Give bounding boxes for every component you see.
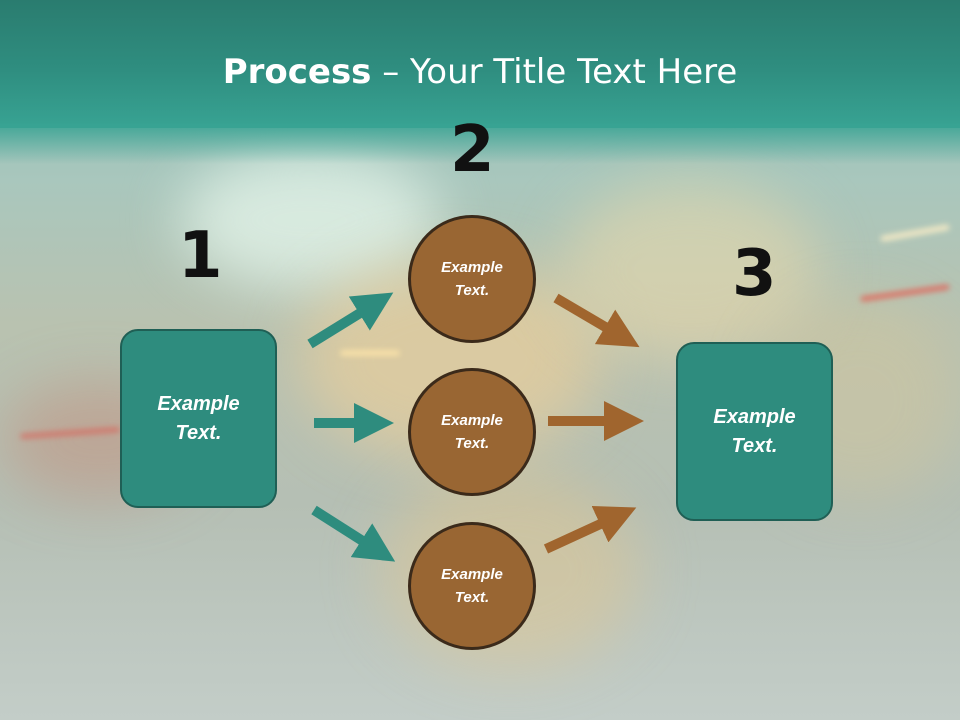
title-bold: Process [222,52,372,92]
step-number-3: 3 [732,237,777,311]
step-3-text: Example Text. [713,405,796,457]
step-3-box: Example Text. [676,342,833,521]
step-2-circle-middle: Example Text. [408,368,536,496]
arrow-1-to-top [307,292,394,349]
slide-title: Process – Your Title Text Here [0,52,960,92]
step-2-circle-top: Example Text. [408,215,536,343]
step-number-1: 1 [178,219,223,293]
step-2-circle-bottom: Example Text. [408,522,536,650]
header-fade [0,124,960,164]
circle-bottom-text: Example Text. [441,566,503,606]
step-1-box: Example Text. [120,329,277,508]
circle-top-text: Example Text. [441,259,503,299]
step-1-text: Example Text. [157,392,240,444]
arrow-top-to-3 [553,293,640,348]
header-band [0,0,960,128]
arrow-bottom-to-3 [543,506,637,554]
title-rest: – Your Title Text Here [371,52,738,92]
step-number-2: 2 [450,113,495,187]
circle-middle-text: Example Text. [441,412,503,452]
arrow-1-to-bottom [311,505,396,562]
